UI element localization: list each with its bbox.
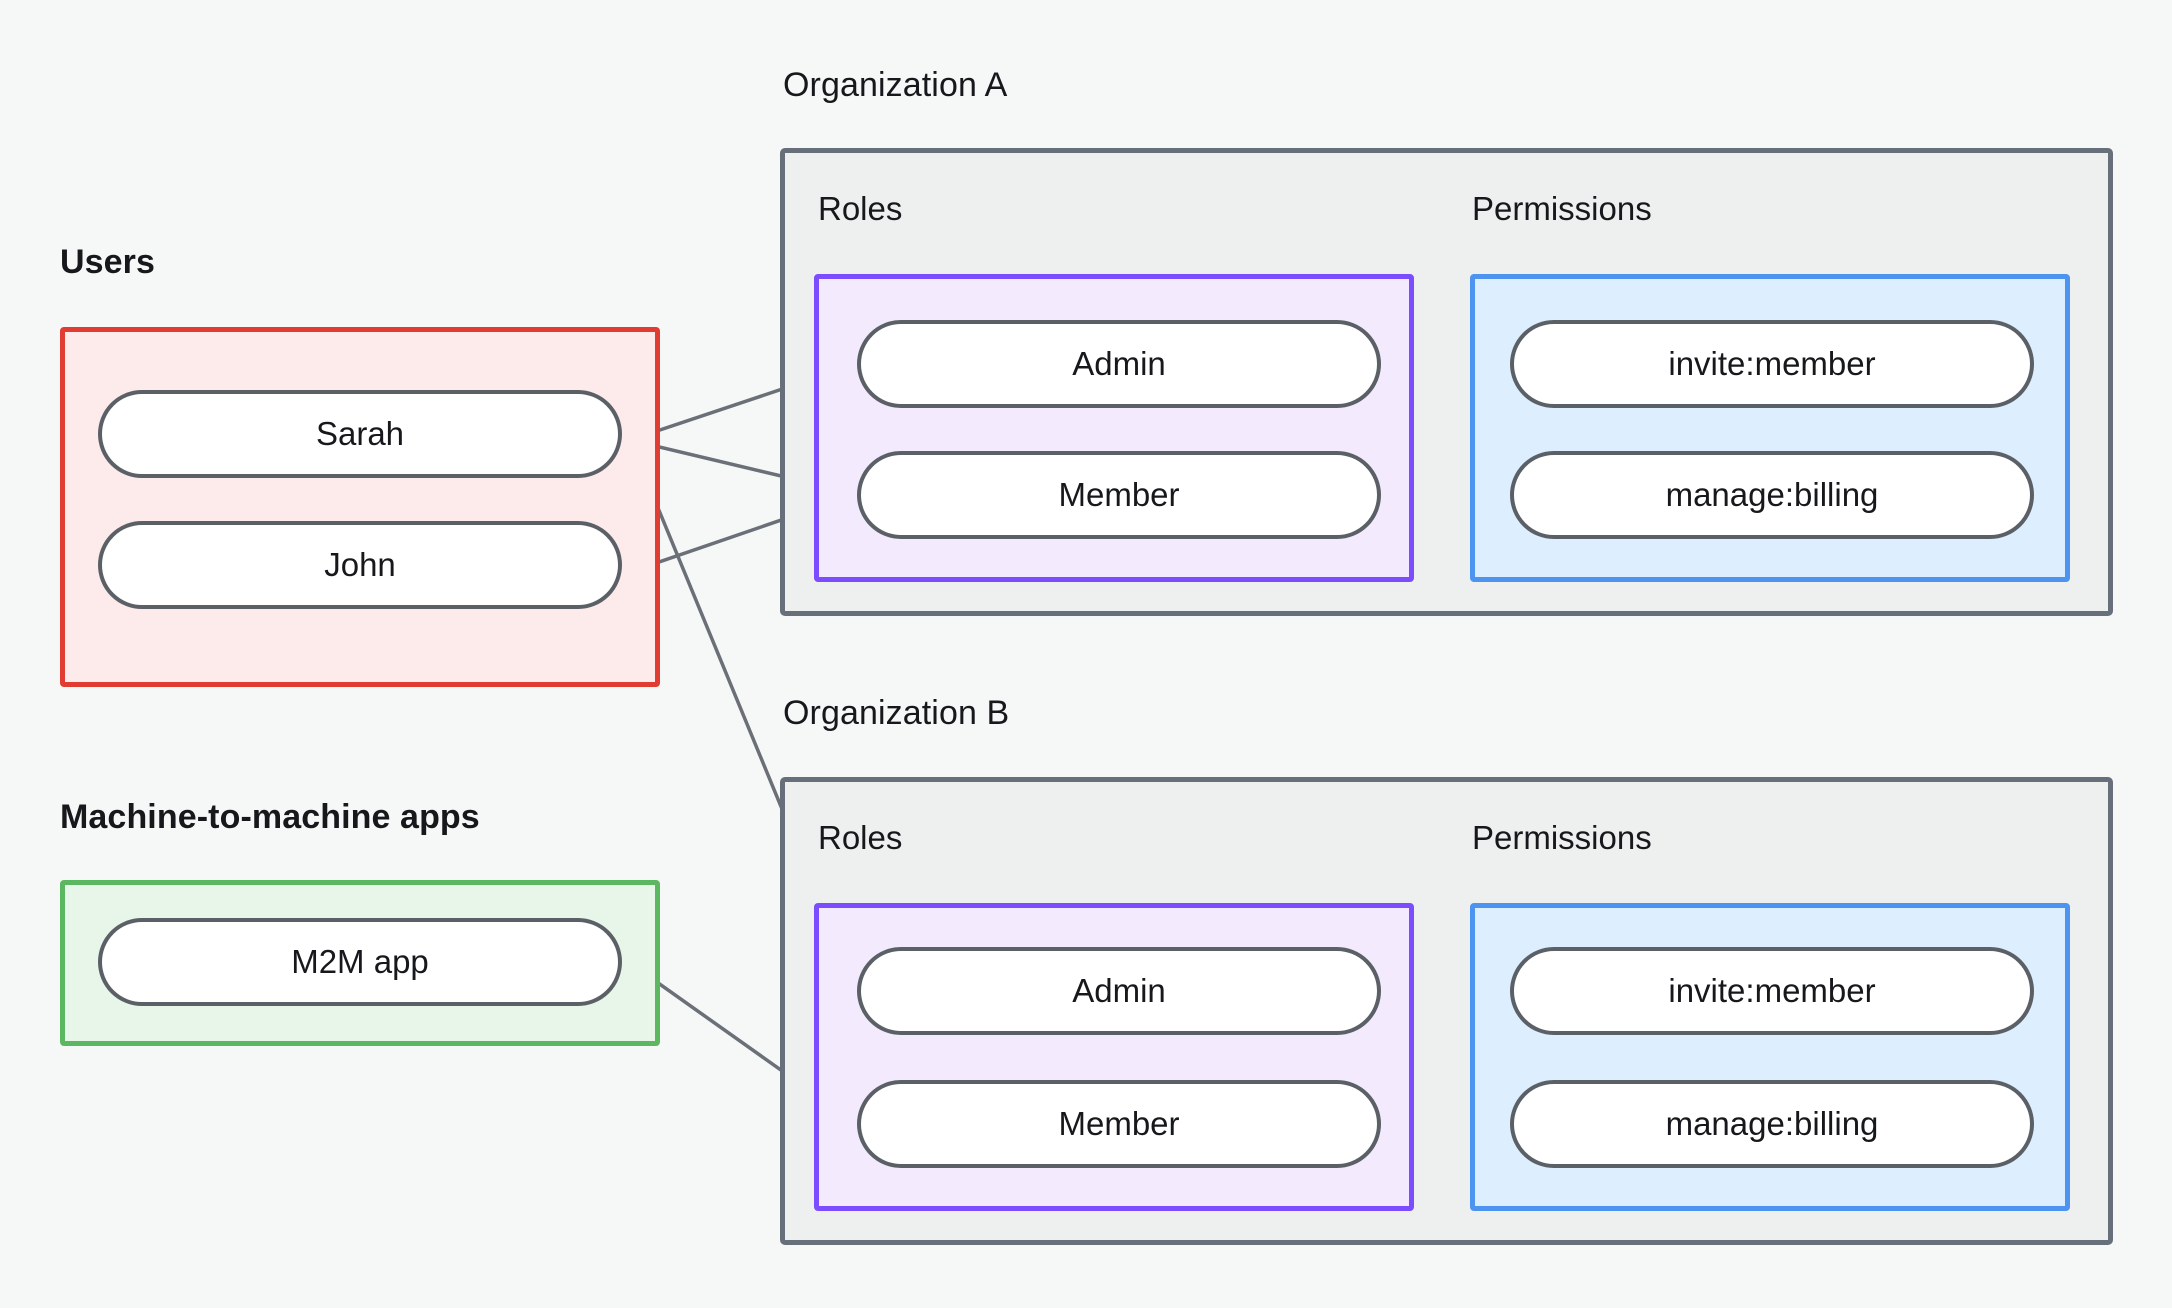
org-a-label: Organization A [783,66,1008,104]
org-a-role-member[interactable]: Member [857,451,1381,539]
permission-node-label: invite:member [1668,972,1876,1009]
org-b-permission-manage-billing[interactable]: manage:billing [1510,1080,2034,1168]
users-container [60,327,660,687]
permission-node-label: invite:member [1668,345,1876,382]
m2m-group-label: Machine-to-machine apps [60,798,480,836]
org-a-permission-invite-member[interactable]: invite:member [1510,320,2034,408]
org-b-role-member[interactable]: Member [857,1080,1381,1168]
m2m-node-app[interactable]: M2M app [98,918,622,1006]
org-b-label: Organization B [783,694,1010,732]
permission-node-label: manage:billing [1665,476,1879,513]
org-b-roles-label: Roles [818,819,903,856]
org-b-permission-invite-member[interactable]: invite:member [1510,947,2034,1035]
org-b-role-admin[interactable]: Admin [857,947,1381,1035]
user-node-john[interactable]: John [98,521,622,609]
role-node-label: Member [1058,1105,1180,1142]
org-a-roles-label: Roles [818,190,903,227]
permission-node-label: manage:billing [1665,1105,1879,1142]
org-a-permission-manage-billing[interactable]: manage:billing [1510,451,2034,539]
users-group-label: Users [60,243,156,281]
role-node-label: Member [1058,476,1180,513]
user-node-label: Sarah [315,415,405,452]
user-node-sarah[interactable]: Sarah [98,390,622,478]
org-b-permissions-label: Permissions [1472,819,1652,856]
role-node-label: Admin [1072,345,1166,382]
org-a-permissions-label: Permissions [1472,190,1652,227]
m2m-node-label: M2M app [291,943,429,980]
user-node-label: John [324,546,396,583]
role-node-label: Admin [1072,972,1166,1009]
org-a-role-admin[interactable]: Admin [857,320,1381,408]
